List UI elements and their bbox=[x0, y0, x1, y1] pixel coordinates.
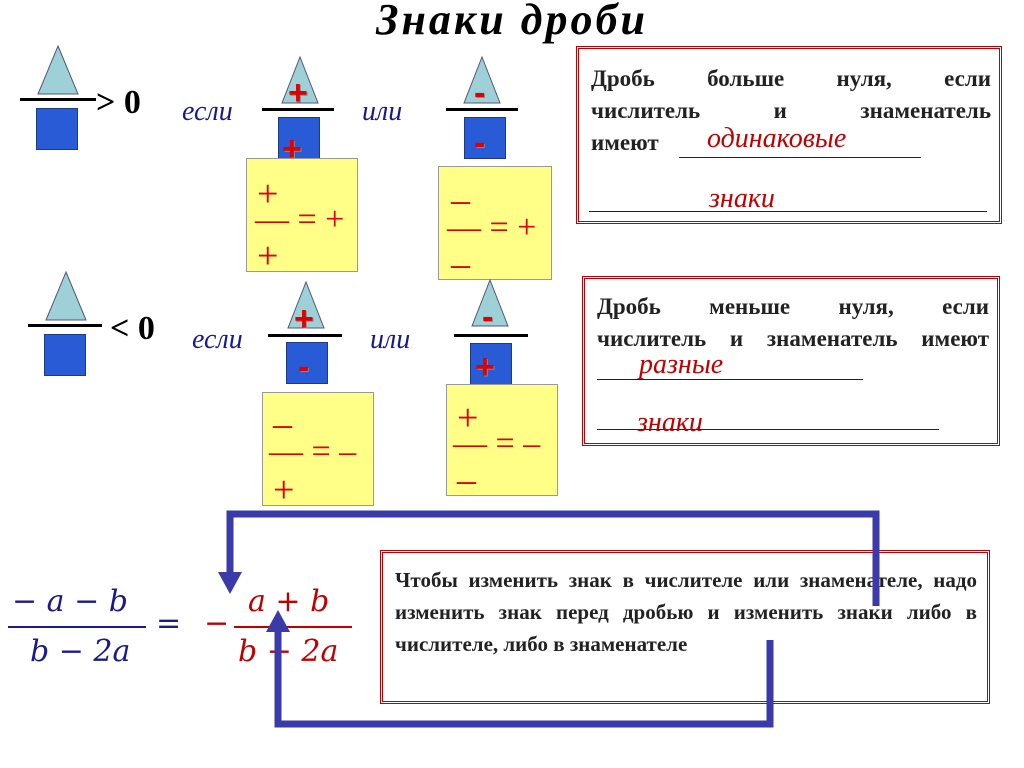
square-icon bbox=[464, 117, 506, 159]
box-bottom-sign: – bbox=[457, 459, 476, 501]
change-sign-rule-box: Чтобы изменить знак в числителе или знам… bbox=[380, 550, 990, 704]
if-word: если bbox=[192, 324, 243, 355]
or-word: или bbox=[362, 96, 403, 127]
if-word: если bbox=[182, 96, 233, 127]
triangle-icon bbox=[281, 55, 319, 104]
comparison-greater: > 0 bbox=[96, 84, 141, 121]
answer-underline bbox=[597, 429, 939, 430]
left-numerator: − a − b bbox=[12, 584, 128, 619]
or-word: или bbox=[370, 324, 411, 355]
positive-statement-box: Дробь больше нуля, если числитель и знам… bbox=[576, 46, 1002, 224]
answer-signs: знаки bbox=[709, 183, 775, 214]
arrowhead-icon bbox=[218, 572, 242, 594]
triangle-icon bbox=[471, 278, 509, 327]
minus-before-fraction: − bbox=[204, 606, 230, 641]
box-bottom-sign: + bbox=[257, 235, 279, 277]
fraction-bar bbox=[268, 334, 342, 337]
fraction-bar bbox=[234, 626, 352, 628]
square-icon bbox=[278, 117, 320, 159]
answer-underline bbox=[679, 157, 921, 158]
answer-different: разные bbox=[639, 349, 724, 380]
square-icon bbox=[36, 108, 78, 150]
triangle-icon bbox=[45, 270, 87, 321]
sign-rule-box: + — = – – bbox=[446, 384, 558, 501]
negative-statement-box: Дробь меньше нуля, если числитель и знам… bbox=[582, 276, 1000, 446]
fraction-bar bbox=[446, 108, 518, 111]
sign-rule-box: – — = + – bbox=[438, 166, 552, 285]
answer-underline bbox=[589, 211, 987, 212]
denominator-sign: + bbox=[282, 130, 302, 168]
triangle-icon bbox=[287, 280, 325, 329]
box-equation: — = + bbox=[255, 201, 345, 238]
triangle-icon bbox=[463, 55, 501, 104]
fraction-bar bbox=[8, 626, 146, 628]
fraction-bar bbox=[28, 324, 102, 327]
sign-rule-box: + — = + + bbox=[246, 158, 358, 277]
numerator-sign: + bbox=[288, 74, 308, 112]
left-denominator: b − 2a bbox=[30, 634, 131, 669]
numerator-sign: - bbox=[474, 74, 486, 112]
square-icon bbox=[286, 342, 328, 384]
box-top-sign: – bbox=[273, 403, 292, 445]
answer-underline bbox=[597, 379, 863, 380]
change-sign-rule-text: Чтобы изменить знак в числителе или знам… bbox=[395, 568, 977, 656]
comparison-less: < 0 bbox=[110, 310, 155, 347]
denominator-sign: - bbox=[474, 124, 486, 162]
statement-line-3: имеют bbox=[591, 130, 659, 155]
answer-signs: знаки bbox=[637, 407, 703, 438]
box-equation: — = – bbox=[453, 425, 541, 462]
statement-line-2: числитель и знаменатель bbox=[591, 98, 991, 123]
numerator-sign: + bbox=[294, 300, 314, 338]
triangle-icon bbox=[37, 44, 79, 95]
fraction-bar bbox=[454, 334, 528, 337]
fraction-bar bbox=[262, 108, 334, 111]
sign-rule-box: – — = – + bbox=[262, 392, 374, 511]
box-equation: — = + bbox=[447, 209, 537, 246]
right-numerator: a + b bbox=[248, 584, 330, 619]
box-bottom-sign: – bbox=[451, 243, 470, 285]
square-icon bbox=[44, 334, 86, 376]
box-bottom-sign: + bbox=[273, 469, 295, 511]
statement-line-1: Дробь больше нуля, если bbox=[591, 66, 991, 91]
statement-line-1: Дробь меньше нуля, если bbox=[597, 294, 989, 319]
numerator-sign: - bbox=[482, 298, 494, 336]
box-top-sign: – bbox=[451, 179, 470, 221]
fraction-bar bbox=[20, 98, 96, 101]
denominator-sign: - bbox=[298, 348, 310, 386]
box-top-sign: + bbox=[257, 173, 279, 215]
denominator-sign: + bbox=[475, 348, 495, 386]
page-title: Знаки дроби bbox=[376, 0, 648, 44]
box-equation: — = – bbox=[269, 433, 357, 470]
equals-sign: = bbox=[156, 606, 182, 641]
answer-same: одинаковые bbox=[707, 123, 847, 154]
statement-line-2: числитель и знаменатель имеют bbox=[597, 326, 989, 351]
right-denominator: b − 2a bbox=[238, 634, 339, 669]
box-top-sign: + bbox=[457, 397, 479, 439]
